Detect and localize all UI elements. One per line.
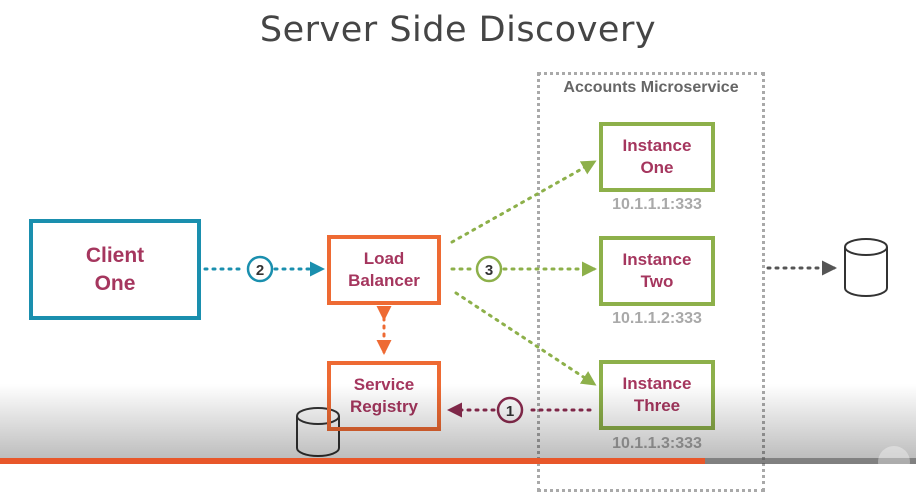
- instance-two-node: Instance Two: [599, 236, 715, 306]
- load-balancer-label: Load Balancer: [348, 248, 420, 290]
- instance-one-node: Instance One: [599, 122, 715, 192]
- video-progress-bar[interactable]: [0, 458, 916, 464]
- instance-two-label: Instance Two: [622, 249, 692, 291]
- step-3-marker: 3: [475, 255, 503, 283]
- diagram-connectors: 2 3 1: [203, 160, 888, 457]
- step-2-label: 2: [256, 262, 264, 279]
- load-balancer-node: Load Balancer: [327, 235, 441, 305]
- service-registry-label: Service Registry: [349, 374, 419, 416]
- instance-two-address: 10.1.1.2:333: [612, 310, 702, 327]
- instance-three-node: Instance Three: [599, 360, 715, 430]
- step-3-label: 3: [485, 262, 493, 279]
- service-registry-node: Service Registry: [327, 361, 441, 431]
- instance-one-address: 10.1.1.1:333: [612, 196, 702, 213]
- group-label: Accounts Microservice: [563, 79, 739, 96]
- arrow-lb-to-instance-three: [454, 291, 597, 386]
- instance-three-label: Instance Three: [622, 373, 692, 415]
- play-icon[interactable]: [878, 446, 910, 478]
- instance-one-label: Instance One: [622, 135, 692, 177]
- client-one-label: Client One: [85, 244, 145, 295]
- database-icon-right: [844, 238, 888, 297]
- diagram-title: Server Side Discovery: [259, 10, 657, 50]
- arrow-lb-to-instance-one: [450, 160, 597, 244]
- step-1-label: 1: [506, 403, 514, 420]
- step-2-marker: 2: [246, 255, 274, 283]
- video-progress-fill: [0, 458, 706, 464]
- instance-three-address: 10.1.1.3:333: [612, 435, 702, 452]
- step-1-marker: 1: [496, 396, 524, 424]
- client-one-node: Client One: [29, 219, 201, 320]
